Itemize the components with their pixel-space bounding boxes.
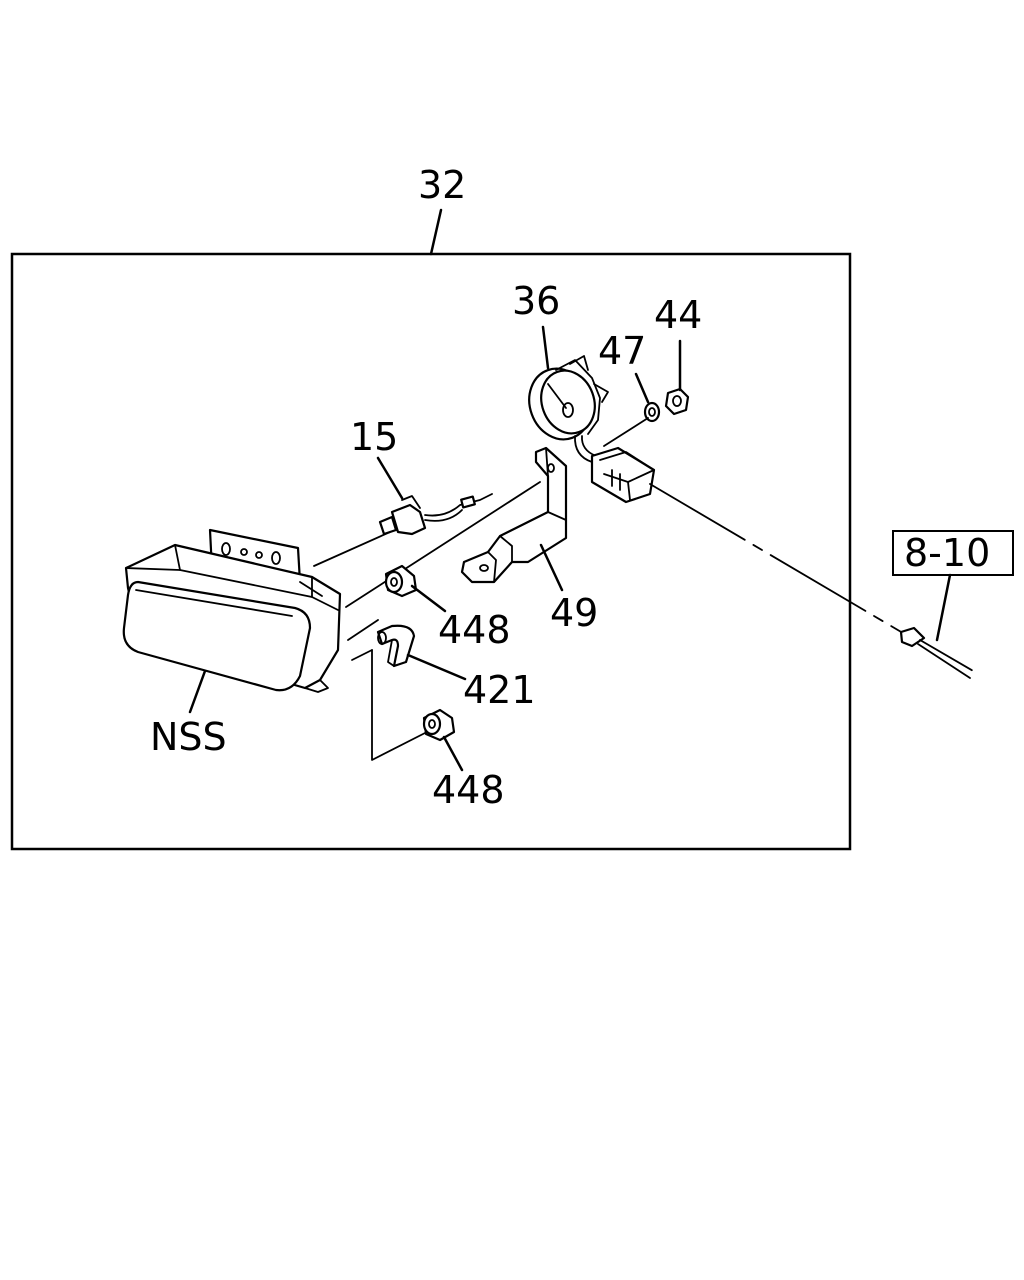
fog-lamp-housing	[122, 528, 342, 693]
socket	[528, 355, 609, 463]
label-washer-47: 47	[598, 329, 646, 373]
bracket-leader	[539, 543, 564, 592]
label-socket-36: 36	[512, 279, 560, 323]
assembly-leader	[429, 208, 443, 256]
label-bushing-upper-448: 448	[438, 608, 511, 652]
label-lamp-nss: NSS	[150, 715, 227, 759]
harness-ref-box	[892, 530, 1014, 576]
bulb	[378, 493, 493, 536]
centerline-bracket	[345, 481, 541, 608]
harness-cable	[919, 639, 976, 673]
label-bracket-49: 49	[550, 591, 598, 635]
centerline-bulb	[313, 531, 391, 567]
bracket	[460, 446, 568, 584]
label-assembly-32: 32	[418, 163, 466, 207]
socket-leader	[541, 325, 550, 370]
label-bulb-15: 15	[350, 415, 398, 459]
lower-bushing-guide	[371, 649, 426, 761]
label-harness-ref: 8-10	[904, 531, 990, 575]
clip-leader	[406, 653, 467, 681]
harness-wire	[649, 483, 909, 637]
harness-clip	[899, 626, 926, 648]
label-bushing-lower-448: 448	[432, 768, 505, 812]
bulb-leader	[376, 456, 404, 500]
centerline-lower	[351, 649, 373, 661]
label-clip-421: 421	[463, 668, 536, 712]
washer-leader	[634, 372, 650, 404]
clip	[376, 624, 416, 668]
harness-ref-leader	[935, 573, 952, 642]
washer-centerline	[603, 417, 649, 447]
bushing-upper-leader	[410, 584, 447, 613]
nut	[664, 387, 690, 416]
centerline-bushing	[347, 619, 379, 641]
bushing-lower-leader	[442, 735, 464, 772]
lamp-leader	[188, 669, 207, 714]
washer	[643, 401, 661, 423]
bushing-upper	[384, 564, 418, 598]
bushing-lower	[422, 708, 456, 742]
connector	[590, 446, 656, 504]
label-nut-44: 44	[654, 293, 702, 337]
